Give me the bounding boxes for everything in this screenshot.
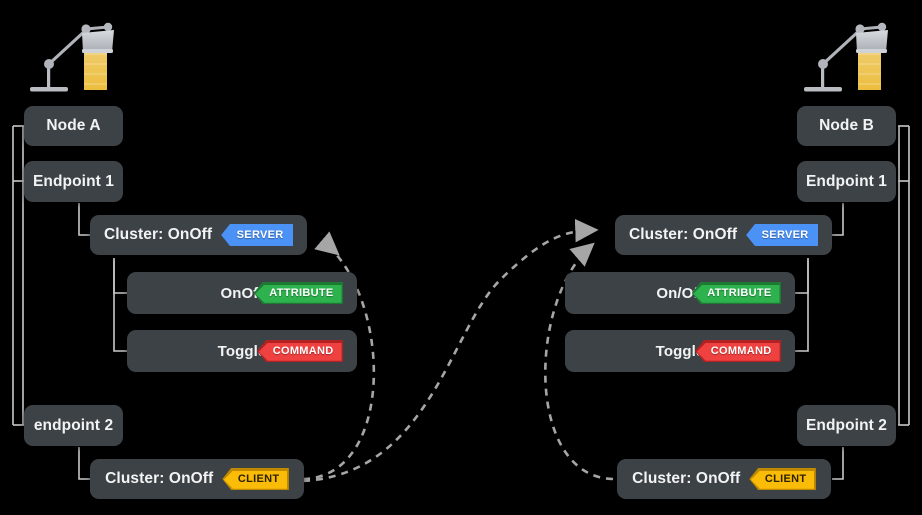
client-badge-right: CLIENT <box>749 467 816 491</box>
right-ep2-to-client <box>832 447 844 480</box>
right-attribute-row: On/Off ATTRIBUTE <box>579 281 781 305</box>
right-command-toggle-box[interactable]: Toggle COMMAND <box>565 330 795 372</box>
attribute-badge-left-wrap: ATTRIBUTE <box>253 281 343 305</box>
left-endpoint-2-label: endpoint 2 <box>33 416 114 434</box>
right-cluster-onoff-server-box[interactable]: Cluster: OnOff SERVER <box>615 215 832 255</box>
node-b-box[interactable]: Node B <box>797 106 896 146</box>
right-command-row: Toggle COMMAND <box>579 339 781 363</box>
command-badge-right-wrap: COMMAND <box>695 339 781 363</box>
left-cluster-onoff-server-box[interactable]: Cluster: OnOff SERVER <box>90 215 307 255</box>
right-attribute-label: On/Off <box>656 284 704 302</box>
attribute-badge-right-wrap: ATTRIBUTE <box>691 281 781 305</box>
command-badge-right: COMMAND <box>695 339 781 363</box>
right-command-label: Toggle <box>655 342 705 360</box>
command-badge-left-wrap: COMMAND <box>257 339 343 363</box>
left-attribute-row: OnOff ATTRIBUTE <box>141 281 343 305</box>
right-endpoint-1-box[interactable]: Endpoint 1 <box>797 161 896 202</box>
left-server-to-attr <box>113 258 127 294</box>
left-command-label: Toggle <box>217 342 267 360</box>
lamp-icon-left <box>30 22 114 92</box>
attribute-badge-left: ATTRIBUTE <box>253 281 343 305</box>
left-endpoint-2-box[interactable]: endpoint 2 <box>24 405 123 446</box>
left-cluster-server-label: Cluster: OnOff <box>103 226 213 243</box>
left-attribute-onoff-box[interactable]: OnOff ATTRIBUTE <box>127 272 357 314</box>
left-command-row: Toggle COMMAND <box>141 339 343 363</box>
right-server-to-attr <box>795 258 809 294</box>
left-server-to-cmd <box>113 258 127 352</box>
right-cluster-onoff-client-box[interactable]: Cluster: OnOff CLIENT <box>617 459 831 499</box>
left-endpoint-1-box[interactable]: Endpoint 1 <box>24 161 123 202</box>
left-command-toggle-box[interactable]: Toggle COMMAND <box>127 330 357 372</box>
attribute-badge-right: ATTRIBUTE <box>691 281 781 305</box>
left-cluster-client-label: Cluster: OnOff <box>105 470 214 487</box>
right-cluster-client-label: Cluster: OnOff <box>632 470 741 487</box>
right-endpoint-2-box[interactable]: Endpoint 2 <box>797 405 896 446</box>
node-a-box[interactable]: Node A <box>24 106 123 146</box>
left-endpoint-1-label: Endpoint 1 <box>32 172 115 190</box>
right-attribute-onoff-box[interactable]: On/Off ATTRIBUTE <box>565 272 795 314</box>
right-cluster-server-label: Cluster: OnOff <box>628 226 738 243</box>
command-badge-left: COMMAND <box>257 339 343 363</box>
left-cluster-onoff-client-box[interactable]: Cluster: OnOff CLIENT <box>90 459 304 499</box>
left-ep1-to-server <box>78 203 90 236</box>
right-endpoint-1-label: Endpoint 1 <box>805 172 888 190</box>
left-ep2-to-client <box>78 447 90 480</box>
server-badge-right: SERVER <box>746 223 819 247</box>
node-a-label: Node A <box>46 117 101 134</box>
left-attribute-label: OnOff <box>220 284 264 302</box>
right-ep1-to-server <box>832 203 844 236</box>
right-server-to-cmd <box>795 258 809 352</box>
node-b-label: Node B <box>819 117 874 134</box>
lamp-icon-right <box>804 22 888 92</box>
right-endpoint-2-label: Endpoint 2 <box>805 416 888 434</box>
client-badge-left: CLIENT <box>222 467 289 491</box>
server-badge-left: SERVER <box>221 223 294 247</box>
